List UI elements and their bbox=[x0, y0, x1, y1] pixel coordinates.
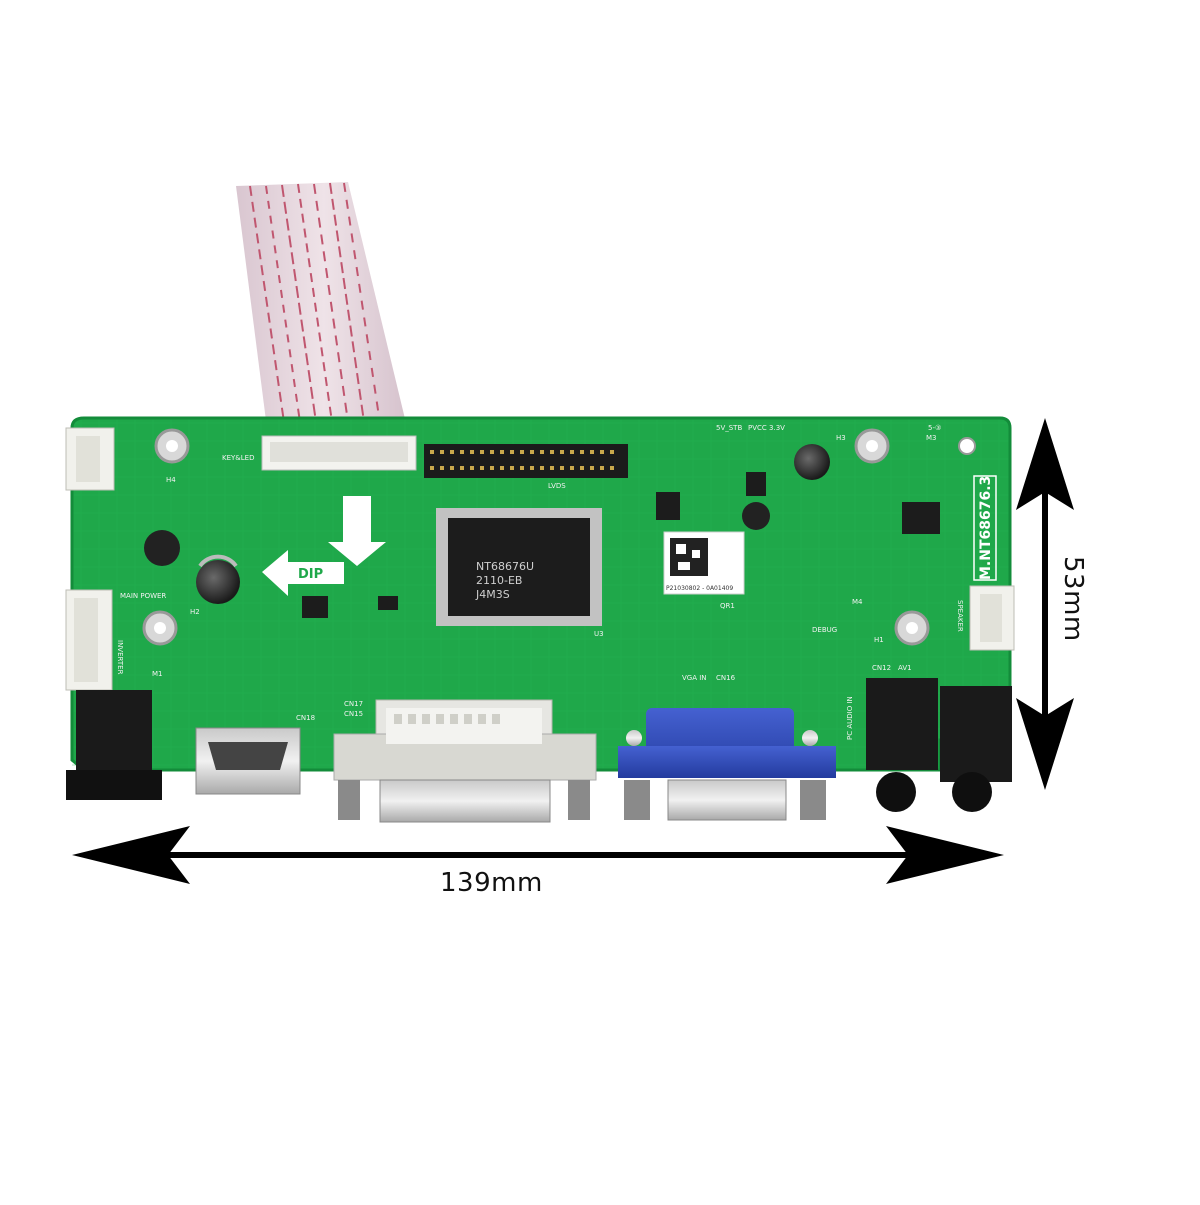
label-av1: AV1 bbox=[898, 664, 912, 672]
qr-sticker: P21030802 - 0A01409 bbox=[663, 531, 745, 595]
lvds-header bbox=[424, 444, 628, 478]
label-h4: H4 bbox=[166, 476, 176, 484]
key-led-connector bbox=[261, 435, 417, 471]
main-chip: NT68676U 2110-EB J4M3S bbox=[436, 508, 602, 626]
capacitor-right bbox=[794, 444, 830, 480]
label-lvds: LVDS bbox=[548, 482, 566, 490]
label-main-power: MAIN POWER bbox=[120, 592, 166, 600]
label-pc-audio-in: PC AUDIO IN bbox=[846, 696, 854, 740]
smd-label: SMD bbox=[346, 502, 361, 535]
small-ics bbox=[302, 472, 940, 618]
qr-code-text: P21030802 - 0A01409 bbox=[666, 585, 733, 592]
dip-label: DIP bbox=[298, 567, 323, 582]
label-h2: H2 bbox=[190, 608, 200, 616]
mounting-hole-tr bbox=[854, 428, 890, 464]
dc-power-jack bbox=[66, 690, 162, 800]
label-5v-stb: 5V_STB bbox=[716, 424, 742, 432]
label-u3: U3 bbox=[594, 630, 604, 638]
capacitor-left bbox=[196, 554, 240, 604]
label-debug: DEBUG bbox=[812, 626, 837, 634]
label-inverter: INVERTER bbox=[116, 640, 124, 675]
label-m3: M3 bbox=[926, 434, 937, 442]
label-speaker: SPEAKER bbox=[956, 600, 964, 632]
model-label: M.NT68676.3 bbox=[978, 476, 994, 580]
vga-port bbox=[618, 708, 836, 821]
dvi-port bbox=[333, 699, 597, 823]
label-m4: M4 bbox=[852, 598, 863, 606]
mounting-hole-tl bbox=[154, 428, 190, 464]
silkscreen-labels: KEY&LED LVDS MAIN POWER INVERTER DEBUG V… bbox=[116, 424, 964, 740]
width-dimension-label: 139mm bbox=[440, 868, 543, 898]
chip-line-2: 2110-EB bbox=[476, 574, 522, 587]
height-dimension-label: 53mm bbox=[1058, 556, 1088, 642]
dip-arrow: DIP bbox=[262, 550, 344, 596]
inductor-right bbox=[742, 502, 770, 530]
inductor-left bbox=[144, 530, 180, 566]
label-key-led: KEY&LED bbox=[222, 454, 254, 462]
chip-line-3: J4M3S bbox=[475, 588, 510, 601]
speaker-connector bbox=[969, 585, 1015, 651]
hdmi-port bbox=[195, 727, 301, 795]
label-m1: M1 bbox=[152, 670, 163, 678]
model-number: M.NT68676.3 bbox=[973, 475, 997, 581]
label-cn16: CN16 bbox=[716, 674, 736, 682]
label-h3: H3 bbox=[836, 434, 846, 442]
inverter-connector bbox=[65, 589, 113, 691]
height-dimension-arrow bbox=[1016, 418, 1074, 790]
label-rev: 5-③ bbox=[928, 424, 941, 432]
label-qr1: QR1 bbox=[720, 602, 735, 610]
mounting-hole-mr bbox=[894, 610, 930, 646]
label-cn17: CN17 bbox=[344, 700, 363, 708]
chip-line-1: NT68676U bbox=[476, 560, 534, 573]
ir-connector bbox=[65, 427, 115, 491]
mounting-holes bbox=[142, 428, 976, 646]
label-h1: H1 bbox=[874, 636, 884, 644]
ribbon-cable bbox=[236, 182, 412, 452]
mounting-hole-ml bbox=[142, 610, 178, 646]
width-dimension-arrow bbox=[72, 826, 1004, 884]
av-jack bbox=[940, 686, 1012, 812]
label-cn12: CN12 bbox=[872, 664, 891, 672]
smd-arrow: SMD bbox=[328, 496, 386, 566]
pc-audio-jack bbox=[866, 678, 938, 812]
label-pvcc: PVCC 3.3V bbox=[748, 424, 785, 432]
label-cn15: CN15 bbox=[344, 710, 363, 718]
label-cn18: CN18 bbox=[296, 714, 315, 722]
label-vga-in: VGA IN bbox=[682, 674, 707, 682]
